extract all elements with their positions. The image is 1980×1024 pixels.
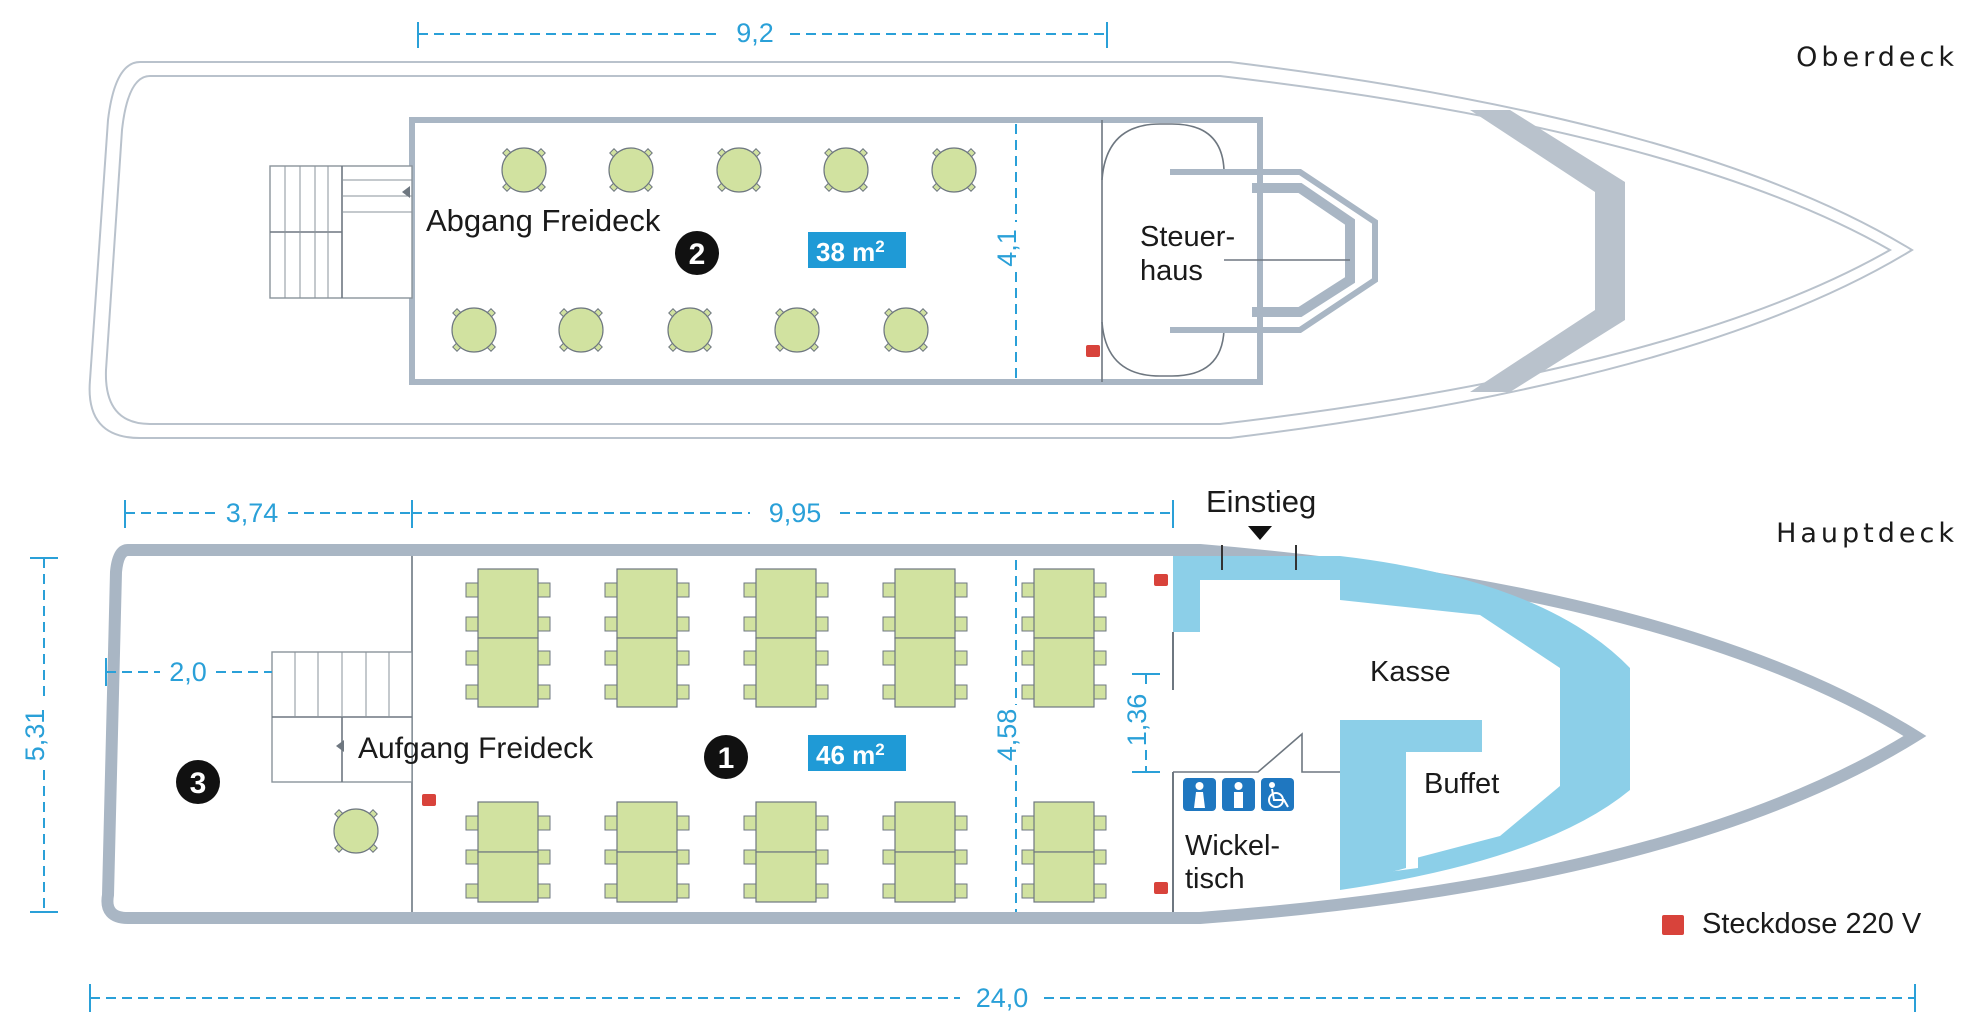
legend: Steckdose 220 V: [1662, 908, 1922, 940]
round-table: [883, 307, 929, 353]
round-table: [716, 147, 762, 193]
bow-wedge: [1470, 110, 1625, 392]
long-table: [1021, 801, 1107, 903]
long-table: [465, 568, 551, 708]
main-deck: Einstieg Hauptdeck Kasse Buffet Wickel- …: [20, 484, 1958, 1013]
dim-partition-value: 1,36: [1122, 694, 1152, 747]
long-table: [882, 801, 968, 903]
label-abgang-freideck: Abgang Freideck: [426, 203, 661, 238]
einstieg-arrow-icon: [1248, 526, 1272, 540]
long-table: [1021, 568, 1107, 708]
dim-partition: 1,36: [1122, 673, 1160, 773]
upper-deck: Oberdeck 9,2 4,1 Abgang Freideck Steuer-…: [88, 18, 1958, 439]
round-table: [823, 147, 869, 193]
dim-aft-length: 3,74: [124, 498, 413, 528]
area-3-number: 3: [190, 767, 207, 800]
round-table: [451, 307, 497, 353]
dim-aft-length-value: 3,74: [226, 498, 279, 528]
area-1-number: 1: [718, 742, 735, 775]
dim-upper-depth: 4,1: [992, 124, 1022, 380]
wheelhouse: [1101, 123, 1378, 377]
legend-socket-swatch: [1662, 915, 1684, 935]
upper-tables: [451, 147, 977, 353]
dim-stair-offset-value: 2,0: [169, 657, 207, 687]
dim-main-depth-value: 4,58: [992, 709, 1022, 762]
round-table: [558, 307, 604, 353]
svg-text:38 m2: 38 m2: [816, 237, 885, 267]
area-2-number: 2: [689, 238, 706, 271]
main-tables: [333, 568, 1107, 903]
socket-marker: [1086, 345, 1100, 357]
area-3-marker: [176, 760, 220, 804]
buffet-counter: [1340, 720, 1482, 886]
man-icon: [1222, 778, 1255, 811]
main-hull: [101, 544, 1927, 924]
label-wickel-2: tisch: [1185, 863, 1245, 895]
long-table: [743, 568, 829, 708]
upper-deck-title: Oberdeck: [1796, 42, 1958, 73]
round-table: [333, 808, 379, 854]
area-1-marker: [704, 735, 748, 779]
socket-marker: [1154, 882, 1168, 894]
label-einstieg: Einstieg: [1206, 484, 1316, 519]
dim-stair-offset: 2,0: [105, 657, 272, 687]
area-2-size: 38 m: [816, 237, 875, 267]
dim-beam: 5,31: [20, 557, 58, 913]
upper-hull-outline: [88, 61, 1914, 439]
legend-socket-label: Steckdose 220 V: [1702, 908, 1922, 940]
dim-total-length: 24,0: [89, 983, 1916, 1013]
long-table: [604, 568, 690, 708]
long-table: [743, 801, 829, 903]
area-1-size: 46 m: [816, 740, 875, 770]
upper-stairs: [269, 165, 413, 299]
label-aufgang-freideck: Aufgang Freideck: [358, 732, 594, 765]
round-table: [501, 147, 547, 193]
round-table: [667, 307, 713, 353]
label-steuer-2: haus: [1140, 255, 1203, 287]
long-table: [465, 801, 551, 903]
wheelchair-icon: [1261, 778, 1294, 811]
long-table: [882, 568, 968, 708]
dim-top-width-value: 9,2: [736, 18, 774, 48]
label-kasse: Kasse: [1370, 656, 1451, 688]
label-wickel-1: Wickel-: [1185, 830, 1280, 862]
socket-marker: [422, 794, 436, 806]
area-1-badge: [808, 735, 906, 771]
dim-upper-depth-value: 4,1: [992, 229, 1022, 267]
long-table: [604, 801, 690, 903]
round-table: [608, 147, 654, 193]
round-table: [931, 147, 977, 193]
dim-main-depth: 4,58: [992, 560, 1022, 912]
main-stairs: [271, 651, 413, 783]
dim-top-width: 9,2: [417, 18, 1108, 48]
area-2-badge: [808, 232, 906, 268]
dim-beam-value: 5,31: [20, 709, 50, 762]
dim-total-length-value: 24,0: [976, 983, 1029, 1013]
dim-main-length-value: 9,95: [769, 498, 822, 528]
main-deck-title: Hauptdeck: [1776, 518, 1958, 549]
toilet-door: [1173, 732, 1340, 773]
dim-main-length: 9,95: [412, 498, 1174, 528]
round-table: [774, 307, 820, 353]
woman-icon: [1183, 778, 1216, 811]
socket-marker: [1154, 574, 1168, 586]
label-buffet: Buffet: [1424, 768, 1499, 800]
area-1-exp: 2: [875, 740, 884, 759]
upper-hull-inner: [104, 75, 1893, 425]
area-2-marker: [675, 231, 719, 275]
svg-text:46 m2: 46 m2: [816, 740, 885, 770]
area-2-exp: 2: [875, 237, 884, 256]
label-steuer-1: Steuer-: [1140, 221, 1235, 253]
